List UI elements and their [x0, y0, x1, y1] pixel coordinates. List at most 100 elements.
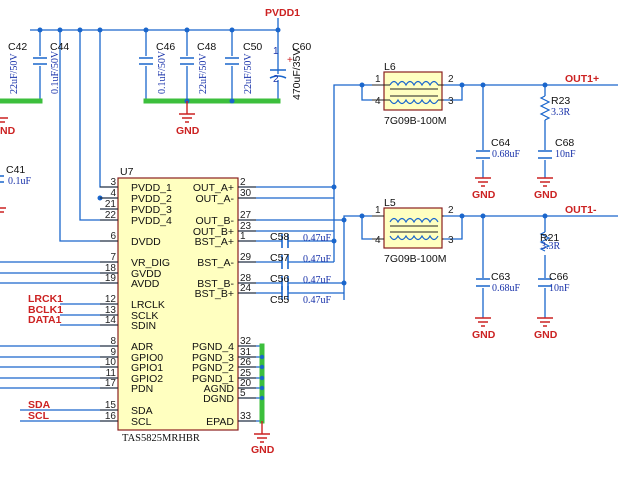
- pin-number: 6: [110, 231, 116, 242]
- chip-pin-left: 3 PVDD_1: [100, 177, 172, 194]
- res-ref: R23: [551, 95, 570, 107]
- pin-name: BST_A-: [197, 257, 234, 269]
- gnd-label: GND: [534, 329, 558, 341]
- cap-value: 10nF: [549, 283, 570, 294]
- chip-pin-left: 16 SCL: [100, 411, 152, 428]
- pin-number: 4: [375, 235, 381, 246]
- pin-name: GPIO1: [131, 362, 163, 374]
- pin-number: 30: [240, 188, 252, 199]
- gnd-label: GND: [472, 329, 496, 341]
- pin-number: 3: [110, 177, 116, 188]
- gnd-label: ND: [0, 125, 16, 137]
- pin-name: PGND_1: [192, 373, 234, 385]
- cap-value: 470uF/35V: [291, 49, 303, 100]
- pin-number: 2: [448, 205, 454, 216]
- pin-name: OUT_A-: [195, 193, 234, 205]
- pin-name: BST_A+: [195, 236, 234, 248]
- pin-name: BST_B-: [197, 278, 234, 290]
- net-label-sda: SDA: [28, 399, 51, 411]
- inductor-part: 7G09B-100M: [384, 115, 446, 127]
- inductor-l5: L5 7G09B-100M 1 2 4 3: [372, 197, 454, 265]
- pin-number: 15: [105, 400, 117, 411]
- pin-name: AGND: [204, 383, 235, 395]
- cap-ref: C58: [270, 231, 289, 243]
- pin-name: DGND: [203, 393, 234, 405]
- pin-number: 3: [448, 96, 454, 107]
- net-labels-left: LRCK1 BCLK1 DATA1 SDA SCL: [28, 293, 63, 422]
- pin-name: VR_DIG: [131, 257, 170, 269]
- pin-number: 20: [240, 378, 252, 389]
- inductor-l6: L6 7G09B-100M 1 2 4 3: [372, 61, 454, 127]
- top-capacitors: C42 C44 C46 C48 C50 C60 22uF/50V 0.1uF/5…: [8, 41, 311, 100]
- pin-name: SCLK: [131, 310, 158, 322]
- pin-number: 28: [240, 273, 252, 284]
- cap-value: 0.1uF/50V: [50, 50, 61, 94]
- pin-name: GVDD: [131, 268, 162, 280]
- cap-ref: C41: [6, 164, 25, 176]
- pin-number: 23: [240, 221, 252, 232]
- pin-number: 26: [240, 357, 252, 368]
- res-value: 3.3R: [551, 107, 571, 118]
- pin-name: PVDD_2: [131, 193, 172, 205]
- pin-number: 11: [106, 368, 117, 379]
- pin-name: PGND_4: [192, 341, 234, 353]
- pin-number: 27: [240, 210, 252, 221]
- cap-ref: C44: [50, 41, 69, 53]
- chip-pin-left: 18 GVDD: [100, 263, 162, 280]
- pin-number: 12: [105, 294, 117, 305]
- chip-pin-right: 30 OUT_A-: [195, 188, 256, 205]
- pin-number: 2: [240, 177, 246, 188]
- cap-value: 0.68uF: [492, 283, 521, 294]
- capacitor-c41: C41 0.1uF: [0, 164, 32, 187]
- cap-value: 0.1uF/50V: [157, 50, 168, 94]
- pin-number: 16: [105, 411, 117, 422]
- res-value: 3.3R: [541, 241, 561, 252]
- cap-ref: C55: [270, 294, 289, 306]
- gnd-label: GND: [251, 444, 275, 456]
- cap-ref: C63: [491, 271, 510, 283]
- pin-number: 17: [105, 378, 117, 389]
- pin-name: PGND_3: [192, 352, 234, 364]
- pin-name: LRCLK: [131, 299, 165, 311]
- net-label-lrck: LRCK1: [28, 293, 63, 305]
- pin-name: PVDD_1: [131, 182, 172, 194]
- cap-ref: C48: [197, 41, 216, 53]
- pin-name: GPIO2: [131, 373, 163, 385]
- cap-value: 22uF/50V: [198, 53, 209, 94]
- net-label-out-pos: OUT1+: [565, 73, 599, 85]
- chip-pin-right: 20 AGND: [204, 378, 256, 395]
- pin-number: 2: [448, 74, 454, 85]
- pin-number: 4: [375, 96, 381, 107]
- net-label-data: DATA1: [28, 314, 62, 326]
- pin-number: 24: [240, 283, 252, 294]
- pin-name: GPIO0: [131, 352, 163, 364]
- gnd-label: GND: [534, 189, 558, 201]
- output-filter: C64 0.68uF C68 10nF R23 3.3R C63 0.68uF …: [476, 95, 576, 294]
- pin-number: 18: [105, 263, 117, 274]
- pin-number: 22: [105, 210, 117, 221]
- pin-name: SCL: [131, 416, 152, 428]
- cap-ref: C68: [555, 137, 574, 149]
- bst-capacitors: C58 C57 C56 C55 0.47uF 0.47uF 0.47uF 0.4…: [270, 231, 332, 306]
- cap-value: 0.47uF: [303, 254, 332, 265]
- cap-ref: C50: [243, 41, 262, 53]
- pin-number: 1: [375, 205, 381, 216]
